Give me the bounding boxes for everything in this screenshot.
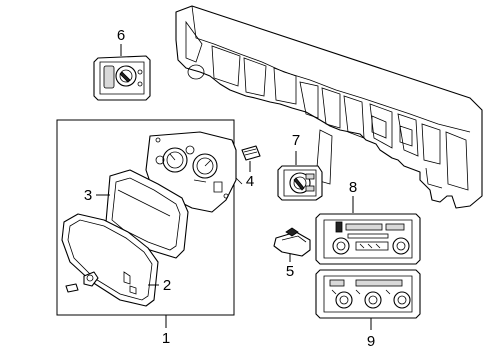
climate-control-upper [315, 213, 421, 265]
callout-5: 5 [286, 263, 294, 280]
callout-2: 2 [163, 277, 171, 294]
headlamp-switch-assembly [93, 55, 151, 101]
climate-control-lower [315, 269, 421, 319]
cluster-group-box [56, 119, 235, 316]
small-lens-part [241, 145, 261, 161]
callout-6: 6 [117, 27, 125, 44]
callout-3: 3 [84, 187, 92, 204]
callout-4: 4 [246, 173, 254, 190]
bulb-sockets [65, 271, 99, 293]
cluster-lens [61, 213, 159, 307]
callout-labels: 6 3 2 1 4 7 5 8 9 [84, 27, 375, 350]
callout-1: 1 [162, 330, 170, 347]
callout-9: 9 [367, 333, 375, 350]
callout-7: 7 [292, 132, 300, 149]
leader-lines [96, 44, 372, 330]
blower-switch-housing [277, 165, 323, 201]
small-switch [273, 227, 311, 257]
callout-8: 8 [349, 179, 357, 196]
dash-panel [175, 5, 483, 209]
